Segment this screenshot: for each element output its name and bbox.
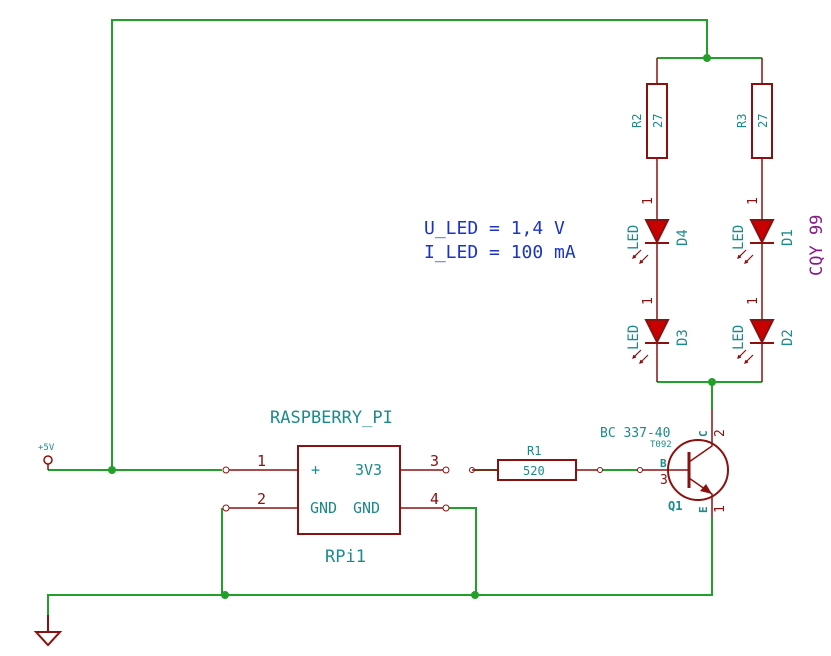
led-d1-ref: D1 [780,229,796,246]
led-d4-ref: D4 [675,229,691,246]
led-d2-type: LED [731,325,747,350]
led-d4-pin: 1 [641,197,656,205]
r2-ref: R2 [630,114,644,128]
rpi-gnd-label-left: GND [310,499,337,517]
raspberry-pi-module: 1 2 3 4 + 3V3 GND GND RASPBERRY_PI RPi1 [222,408,450,567]
power-5v-symbol: +5V [38,443,55,470]
q1-c-label: C [697,430,710,437]
led-d2: 1 LED D2 [731,282,796,382]
junction-dot [703,54,711,62]
junction-dot [221,591,229,599]
q1-pin-b: 3 [660,473,668,488]
q1-e-label: E [697,506,710,513]
q1-pin-e: 1 [713,505,728,513]
q1-b-label: B [660,457,667,470]
resistor-r2: R2 27 [630,58,668,185]
led-d1: 1 LED D1 [731,185,796,282]
wire-top-loop [111,19,708,470]
r3-ref: R3 [735,114,749,128]
rpi-pin-1: 1 [257,452,266,470]
rpi-name: RASPBERRY_PI [270,408,393,428]
rpi-plus-label: + [311,461,320,479]
q1-package: T092 [650,440,672,450]
led-d4: 1 LED D4 [626,185,691,282]
rpi-pin-4: 4 [430,490,439,508]
ground-icon [33,615,63,647]
r1-ref: R1 [527,444,541,458]
junction-dot [471,591,479,599]
resistor-r3: R3 27 [735,58,773,185]
junction-dot [108,466,116,474]
r3-value: 27 [756,114,770,128]
wire-gnd-right [472,507,477,595]
junctions [108,54,716,599]
wire-gnd-bus [47,518,713,615]
transistor-q1: BC 337-40 T092 B 3 C 2 E 1 Q1 [600,410,729,518]
led-d2-ref: D2 [780,329,796,346]
led-d1-type: LED [731,225,747,250]
rpi-pin-3: 3 [430,452,439,470]
led-d3-pin: 1 [641,297,656,305]
led-model-label: CQY 99 [807,215,827,276]
r1-value: 520 [523,464,545,478]
q1-pin-c: 2 [713,429,728,437]
led-d1-pin: 1 [746,197,761,205]
led-d3-type: LED [626,325,642,350]
resistor-r1: R1 520 [469,444,603,481]
led-d3: 1 LED D3 [626,282,691,382]
rpi-gnd-label-right: GND [353,499,380,517]
power-5v-label: +5V [38,443,55,453]
junction-dot [708,378,716,386]
annotation-i-led: I_LED = 100 mA [424,242,576,263]
led-d4-type: LED [626,225,642,250]
r2-value: 27 [651,114,665,128]
q1-model: BC 337-40 [600,426,670,441]
rpi-pin-2: 2 [257,490,266,508]
led-d2-pin: 1 [746,297,761,305]
q1-ref: Q1 [668,499,682,513]
led-d3-ref: D3 [675,329,691,346]
rpi-3v3-label: 3V3 [355,461,382,479]
annotation-u-led: U_LED = 1,4 V [424,218,565,239]
rpi-ref: RPi1 [325,547,366,567]
